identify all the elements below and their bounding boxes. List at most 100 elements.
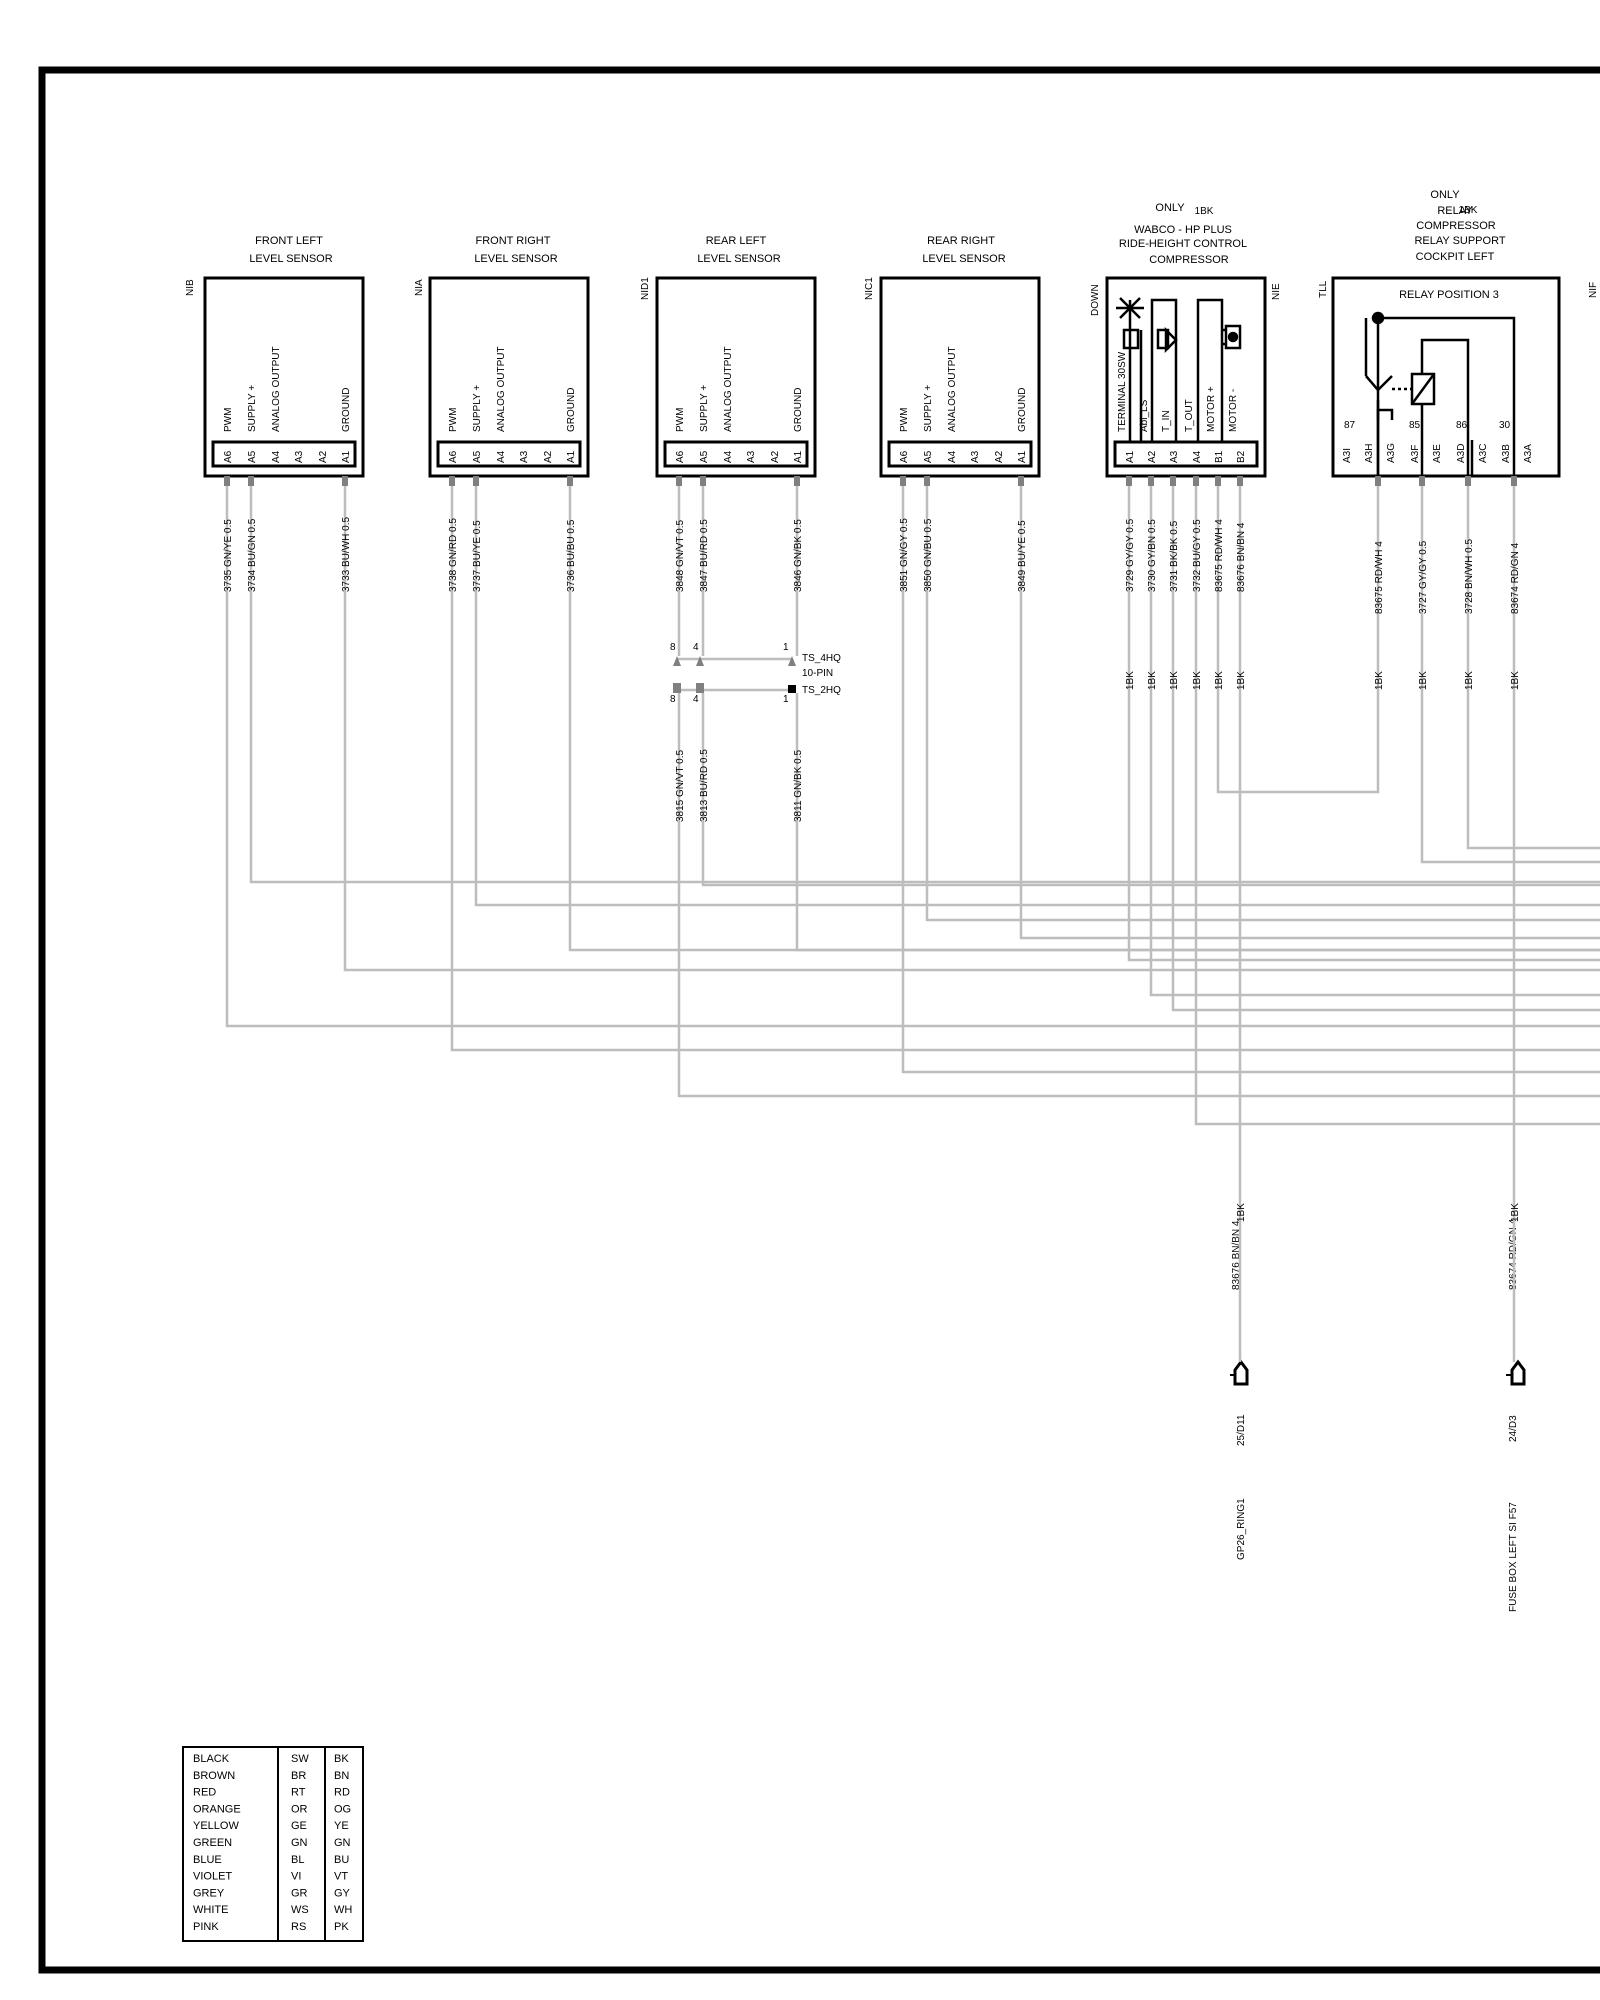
- component-title-line: COCKPIT LEFT: [1416, 251, 1495, 263]
- pin-number: A2: [994, 450, 1005, 463]
- pin-strip: [663, 440, 809, 468]
- legend-cell: VT: [334, 1871, 348, 1883]
- wire-label: 83676 BN/BN 4: [1236, 522, 1247, 592]
- pin-number: A6: [223, 450, 234, 463]
- pin-label: T_IN: [1161, 410, 1172, 432]
- wire-label: 3813 BU/RD 0.5: [699, 749, 710, 822]
- pin-stub: [1148, 476, 1154, 486]
- wire-label: 83675 RD/WH 4: [1214, 519, 1225, 592]
- wire-label: 3736 BU/BU 0.5: [566, 519, 577, 592]
- relay-inner-title: RELAY POSITION 3: [1399, 289, 1499, 301]
- pin-stub: [473, 476, 479, 486]
- connector-pin-number: 8: [670, 642, 676, 653]
- pin-stub: [1465, 476, 1471, 486]
- connector-pin-number: 1: [783, 694, 789, 705]
- pin-number: A4: [947, 450, 958, 463]
- relay-pin-number: 86: [1456, 420, 1468, 431]
- wire-route: [568, 480, 1600, 952]
- component-title-line: LEVEL SENSOR: [922, 253, 1005, 265]
- wire-route: [1420, 480, 1600, 864]
- pin-number: A1: [566, 450, 577, 463]
- wire-route: [225, 480, 1600, 1028]
- relay-internal-symbols: [1364, 311, 1516, 476]
- pin-stub: [1126, 476, 1132, 486]
- bk-marker: 1BK: [1236, 671, 1247, 690]
- component-front-right-level-sensor: FRONT RIGHT LEVEL SENSOR NIA: [414, 235, 590, 478]
- wire-route: [1149, 480, 1600, 997]
- component-title-line: FRONT RIGHT: [476, 235, 551, 247]
- bk-marker: 1BK: [1236, 1203, 1247, 1222]
- pin-stub: [1018, 476, 1024, 486]
- component-side-label: NIB: [185, 279, 196, 296]
- wire-label: 3848 GN/VT 0.5: [675, 519, 686, 592]
- legend-cell: RT: [291, 1787, 306, 1799]
- pin-label: GROUND: [566, 388, 577, 432]
- pin-number: A3: [970, 450, 981, 463]
- pin-stub: [342, 476, 348, 486]
- wire-label: 3731 BK/BK 0.5: [1169, 520, 1180, 592]
- pin-stub: [700, 476, 706, 486]
- wire-routes: [225, 480, 1600, 1362]
- wire-label: 83675 RD/WH 4: [1374, 541, 1385, 614]
- wire-route: [795, 693, 1600, 952]
- connector-middle-label: 10-PIN: [802, 668, 833, 679]
- pin-label: TERMINAL 30SW: [1117, 351, 1128, 432]
- pin-stub: [449, 476, 455, 486]
- component-ride-height-compressor: ONLY 1BK WABCO - HP PLUS RIDE-HEIGHT CON…: [1090, 202, 1282, 478]
- pin-number: A6: [899, 450, 910, 463]
- legend-cell: ORANGE: [193, 1803, 241, 1815]
- pin-label: GROUND: [1017, 388, 1028, 432]
- bk-marker: 1BK: [1214, 671, 1225, 690]
- component-title-line: REAR LEFT: [706, 235, 767, 247]
- component-title-line: RELAY SUPPORT: [1414, 235, 1505, 247]
- component-title-line: LEVEL SENSOR: [697, 253, 780, 265]
- component-title-line: FRONT LEFT: [255, 235, 323, 247]
- pin-number: A2: [318, 450, 329, 463]
- pin-strip: [436, 440, 582, 468]
- pin-number: A1: [341, 450, 352, 463]
- wire-label: 3727 GY/GY 0.5: [1418, 540, 1429, 614]
- pin-number: A3G: [1386, 443, 1397, 463]
- pin-number: A3E: [1432, 444, 1443, 463]
- pin-number: A3D: [1456, 444, 1467, 463]
- component-compressor-relay: ONLY RELAY 1BK COMPRESSOR RELAY SUPPORT …: [1318, 189, 1599, 478]
- legend-cell: PK: [334, 1921, 349, 1933]
- pin-number: A3: [519, 450, 530, 463]
- pin-stub: [1237, 476, 1243, 486]
- component-title-line: ONLY: [1430, 189, 1460, 201]
- relay-pin-number: 87: [1344, 420, 1356, 431]
- pin-number: A3B: [1501, 444, 1512, 463]
- pin-stub: [794, 476, 800, 486]
- wire-label: 3738 GN/RD 0.5: [448, 518, 459, 592]
- link-ref: 24/D3: [1508, 1415, 1519, 1442]
- wire-label: 3811 GN/BK 0.5: [793, 749, 804, 822]
- pin-label: PWM: [899, 408, 910, 432]
- component-side-label: DOWN: [1090, 284, 1101, 316]
- legend-cell: OR: [291, 1803, 308, 1815]
- wire-route: [901, 480, 1600, 1074]
- legend-cell: VI: [291, 1871, 301, 1883]
- compressor-internal-symbols: [1116, 297, 1242, 442]
- wire-route: [677, 693, 1600, 1098]
- wire-route: [925, 480, 1600, 922]
- wire-route: [1216, 480, 1380, 794]
- pin-number: A3A: [1523, 444, 1534, 463]
- legend-cell: BL: [291, 1854, 304, 1866]
- wire-route: [1127, 480, 1600, 962]
- component-rear-right-level-sensor: REAR RIGHT LEVEL SENSOR NIC1: [864, 235, 1041, 478]
- pin-label: Abl_LS: [1139, 399, 1150, 432]
- legend-cell: BROWN: [193, 1770, 235, 1782]
- pin-label: SUPPLY +: [472, 385, 483, 432]
- pin-number: A3: [746, 450, 757, 463]
- wire-route: [1466, 480, 1600, 850]
- wire-route: [1019, 480, 1600, 940]
- pin-label: PWM: [223, 408, 234, 432]
- legend-cell: GN: [291, 1837, 308, 1849]
- legend-cell: GY: [334, 1887, 351, 1899]
- pin-number: A3H: [1364, 444, 1375, 463]
- wire-label: 3735 GN/YE 0.5: [223, 519, 234, 592]
- bk-marker: 1BK: [1510, 671, 1521, 690]
